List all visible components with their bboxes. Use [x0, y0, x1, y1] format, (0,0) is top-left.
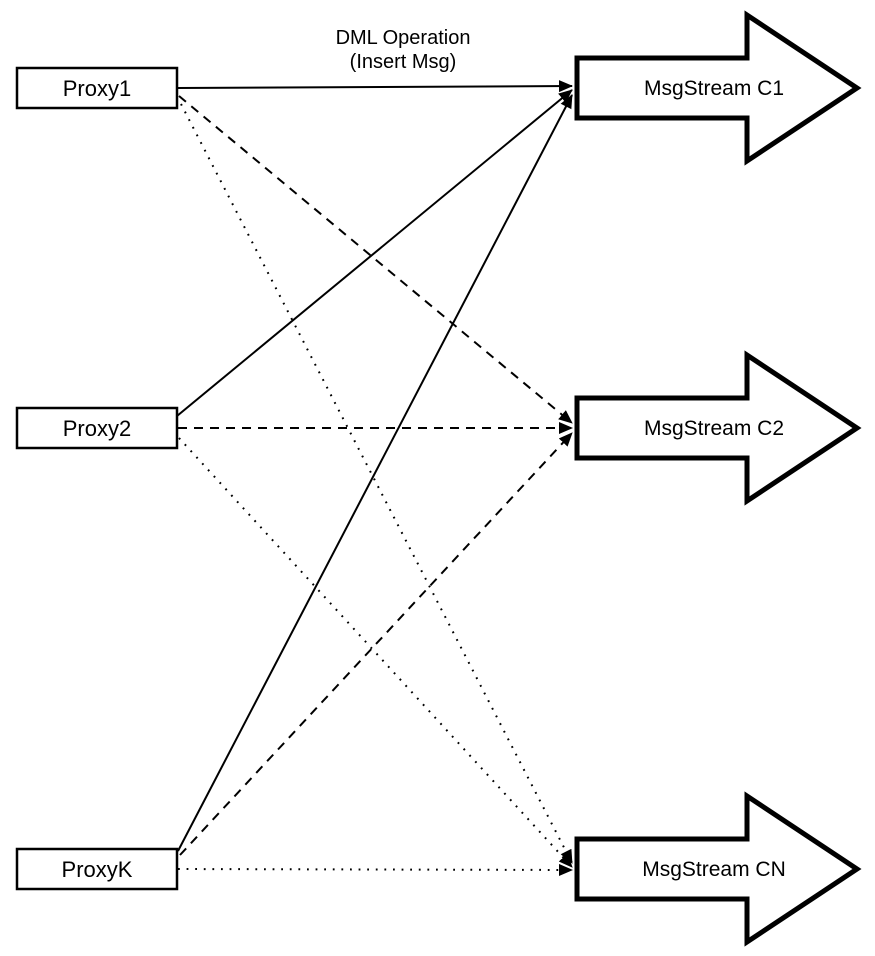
msgstream-c2-label: MsgStream C2	[644, 417, 784, 440]
node-proxy2: Proxy2	[15, 406, 179, 450]
proxy2-box	[15, 406, 179, 450]
proxy1-box	[15, 66, 179, 110]
edge-proxyk-msgstream-c2	[179, 432, 573, 856]
msgstream-c2-arrow-shape	[574, 350, 862, 506]
node-proxyk: ProxyK	[15, 847, 179, 891]
proxyk-box	[15, 847, 179, 891]
msgstream-cn-arrow-shape	[574, 791, 862, 947]
node-msgstream-cn: MsgStream CN	[574, 791, 862, 947]
node-msgstream-c2: MsgStream C2	[574, 350, 862, 506]
proxy2-label: Proxy2	[63, 416, 131, 441]
edge-proxyk-msgstream-cn	[177, 863, 573, 876]
dml-operation-annotation: DML Operation (Insert Msg)	[336, 27, 471, 73]
edge-proxy1-msgstream-c1	[176, 80, 573, 93]
msgstream-cn-label: MsgStream CN	[642, 858, 786, 881]
annotation-line1: DML Operation	[336, 27, 471, 49]
edge-proxy1-msgstream-cn	[180, 103, 573, 864]
edge-proxy1-msgstream-c2	[178, 95, 573, 424]
node-proxy1: Proxy1	[15, 66, 179, 110]
edge-proxyk-msgstream-c1	[177, 94, 573, 852]
node-msgstream-c1: MsgStream C1	[574, 10, 862, 166]
edge-layer	[176, 80, 573, 876]
edge-proxy2-msgstream-cn	[178, 437, 573, 868]
msgstream-c1-label: MsgStream C1	[644, 77, 784, 100]
proxyk-label: ProxyK	[62, 857, 133, 882]
edge-proxy2-msgstream-c1	[176, 89, 573, 417]
annotation-line2: (Insert Msg)	[350, 51, 457, 73]
proxy1-label: Proxy1	[63, 76, 131, 101]
msgstream-c1-arrow-shape	[574, 10, 862, 166]
